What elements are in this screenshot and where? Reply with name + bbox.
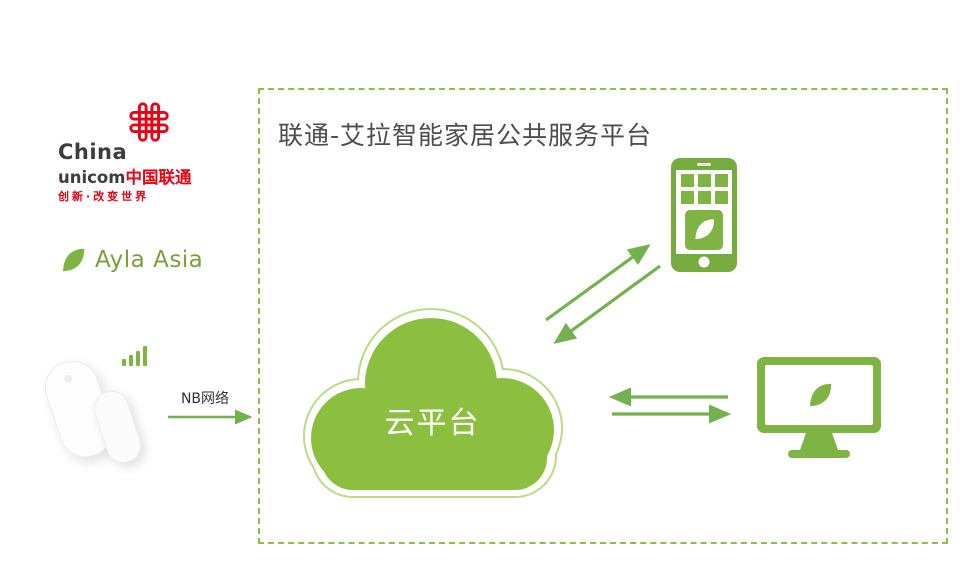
unicom-slogan: 创新·改变世界 bbox=[58, 190, 150, 203]
unicom-wordmark-cn: 中国联通 bbox=[125, 168, 192, 187]
china-unicom-logo: China unicom中国联通 创新·改变世界 bbox=[56, 98, 206, 203]
cloud-icon bbox=[303, 308, 563, 498]
smartphone-icon bbox=[671, 158, 737, 272]
leaf-icon bbox=[63, 248, 85, 272]
ayla-asia-logo: Ayla Asia bbox=[58, 243, 203, 277]
chinese-knot-icon bbox=[129, 102, 169, 142]
desktop-monitor-icon bbox=[757, 357, 881, 458]
platform-title: 联通-艾拉智能家居公共服务平台 bbox=[278, 121, 653, 150]
cloud-platform-label: 云平台 bbox=[384, 406, 481, 441]
unicom-wordmark-line2: unicom中国联通 bbox=[58, 164, 191, 188]
nb-network-label: NB网络 bbox=[180, 391, 230, 407]
unicom-wordmark-line1: China bbox=[58, 140, 128, 164]
signal-bars-icon bbox=[122, 344, 147, 366]
nb-sensor-device bbox=[38, 338, 200, 483]
platform-dashed-box bbox=[258, 88, 948, 544]
ayla-asia-wordmark: Ayla Asia bbox=[95, 247, 204, 273]
unicom-wordmark-en: unicom bbox=[58, 168, 126, 187]
